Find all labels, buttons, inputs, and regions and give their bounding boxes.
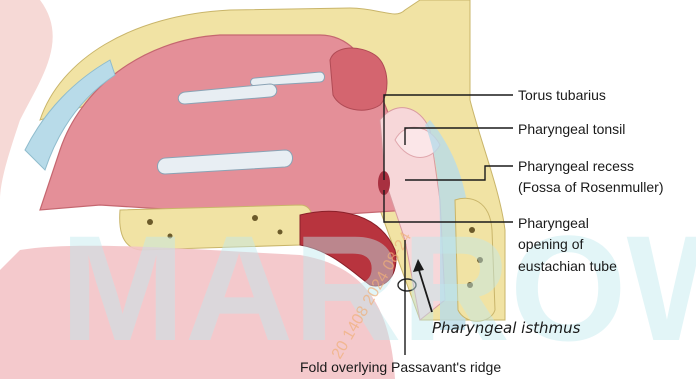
label-pharyngeal-opening-1: Pharyngeal: [518, 215, 589, 231]
label-fold-passavant: Fold overlying Passavant's ridge: [300, 359, 501, 375]
label-fossa-rosenmuller: (Fossa of Rosenmuller): [518, 179, 664, 195]
label-pharyngeal-tonsil: Pharyngeal tonsil: [518, 121, 625, 137]
label-pharyngeal-isthmus: Pharyngeal isthmus: [432, 319, 581, 337]
label-pharyngeal-opening-3: eustachian tube: [518, 258, 617, 274]
label-pharyngeal-recess: Pharyngeal recess: [518, 158, 634, 174]
label-torus-tubarius: Torus tubarius: [518, 87, 606, 103]
sphenoid-sinus: [330, 48, 387, 110]
label-pharyngeal-opening-2: opening of: [518, 236, 584, 252]
